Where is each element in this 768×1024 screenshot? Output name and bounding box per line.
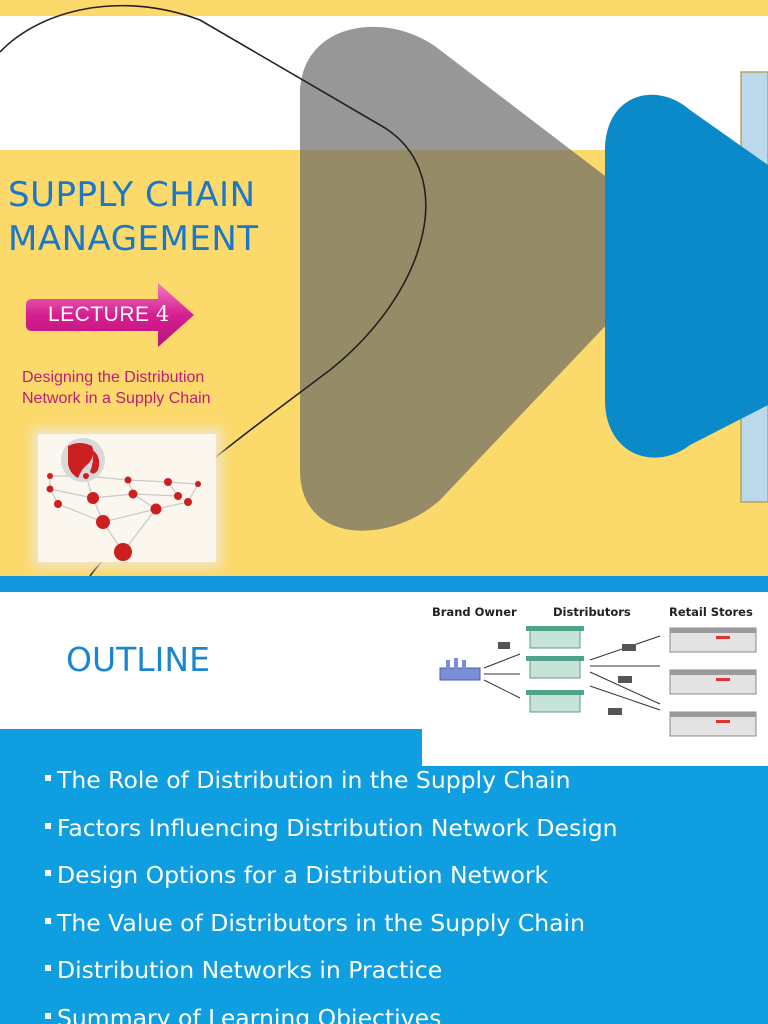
label-distributors: Distributors [553,605,631,619]
label-brand-owner: Brand Owner [432,605,517,619]
top-yellow-band [0,0,768,16]
bullet-icon: ▪ [44,817,53,832]
subtitle-line-2: Network in a Supply Chain [22,390,211,407]
lecture-label: LECTURE 4 [48,302,170,327]
title-line-2: MANAGEMENT [8,219,259,259]
bullet-icon: ▪ [44,960,53,974]
slide-divider-bar [0,576,768,592]
lecture-arrow-badge [26,283,194,347]
bullet-icon: ▪ [44,1007,53,1022]
lecture-word: LECTURE [48,303,150,326]
slide-title: SUPPLY CHAIN MANAGEMENT [8,173,259,261]
distribution-diagram-svg: Brand Owner Distributors Retail Stores [432,605,757,737]
bullet-icon: ▪ [44,912,53,927]
lecture-number: 4 [155,302,170,326]
globe-network-icon [46,438,201,561]
bullet-icon: ▪ [44,865,53,879]
distribution-diagram: Brand Owner Distributors Retail Stores [422,592,768,766]
warehouse-icon [526,626,584,713]
subtitle-line-1: Designing the Distribution [22,369,205,386]
retail-store-icon [669,627,757,737]
bullet-icon: ▪ [44,770,53,784]
grey-triangle-shape [300,26,657,531]
title-slide: SUPPLY CHAIN MANAGEMENT LECTURE 4 Design… [0,0,768,576]
blue-triangle-shape [605,94,768,458]
outline-heading: OUTLINE [66,640,210,679]
truck-icon [498,642,636,715]
title-line-1: SUPPLY CHAIN [8,175,256,215]
label-retail-stores: Retail Stores [669,605,753,619]
globe-network-image [38,434,216,562]
outline-slide: OUTLINE Brand Owner Distributors Retail … [0,592,768,1024]
factory-icon [439,658,481,681]
slide-subtitle: Designing the Distribution Network in a … [22,367,282,409]
blue-content-panel [0,729,768,1024]
